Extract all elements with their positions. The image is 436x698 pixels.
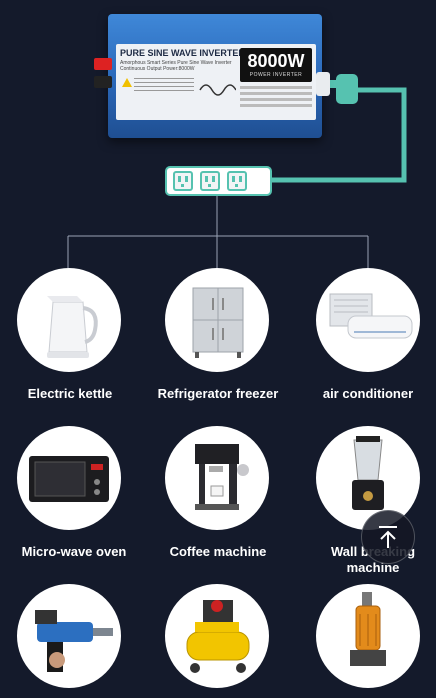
appliance-label: air conditioner: [322, 386, 414, 401]
wattage-badge: 8000W POWER INVERTER: [240, 48, 312, 82]
appliance-label: Coffee machine: [169, 544, 267, 559]
spec-text-lines: [134, 78, 194, 94]
sine-wave-icon: [199, 84, 236, 96]
inverter-title: PURE SINE WAVE INVERTER: [120, 48, 245, 58]
appliance-label: Refrigerator freezer: [157, 386, 279, 401]
inverter-subtitle: Amorphous Smart Series Pure Sine Wave In…: [120, 60, 232, 66]
electric-kettle-icon: [17, 268, 121, 372]
power-inverter: PURE SINE WAVE INVERTER Amorphous Smart …: [94, 14, 330, 138]
inverter-continuous-power: Continuous Output Power:8000W: [120, 66, 195, 72]
air-compressor-icon: [165, 584, 269, 688]
socket-icon: [227, 171, 247, 191]
wattage-value: 8000W: [247, 51, 305, 71]
appliance-label: Electric kettle: [27, 386, 113, 401]
positive-terminal-icon: [94, 58, 112, 70]
refrigerator-icon: [165, 268, 269, 372]
socket-icon: [173, 171, 193, 191]
blender-icon: [316, 426, 420, 530]
inverter-label-panel: PURE SINE WAVE INVERTER Amorphous Smart …: [116, 44, 316, 120]
warning-icon: [122, 78, 132, 87]
water-pump-icon: [316, 584, 420, 688]
power-strip: [165, 166, 272, 196]
power-drill-icon: [17, 584, 121, 688]
microwave-icon: [17, 426, 121, 530]
arrow-up-to-top-icon: [379, 526, 397, 548]
output-port-icon: [316, 72, 330, 96]
coffee-machine-icon: [165, 426, 269, 530]
power-inverter-label: POWER INVERTER: [249, 72, 303, 78]
air-conditioner-icon: [316, 268, 420, 372]
negative-terminal-icon: [94, 76, 112, 88]
spec-table: [240, 86, 312, 110]
back-to-top-button[interactable]: [361, 510, 415, 564]
appliance-label: Micro-wave oven: [21, 544, 127, 559]
socket-icon: [200, 171, 220, 191]
